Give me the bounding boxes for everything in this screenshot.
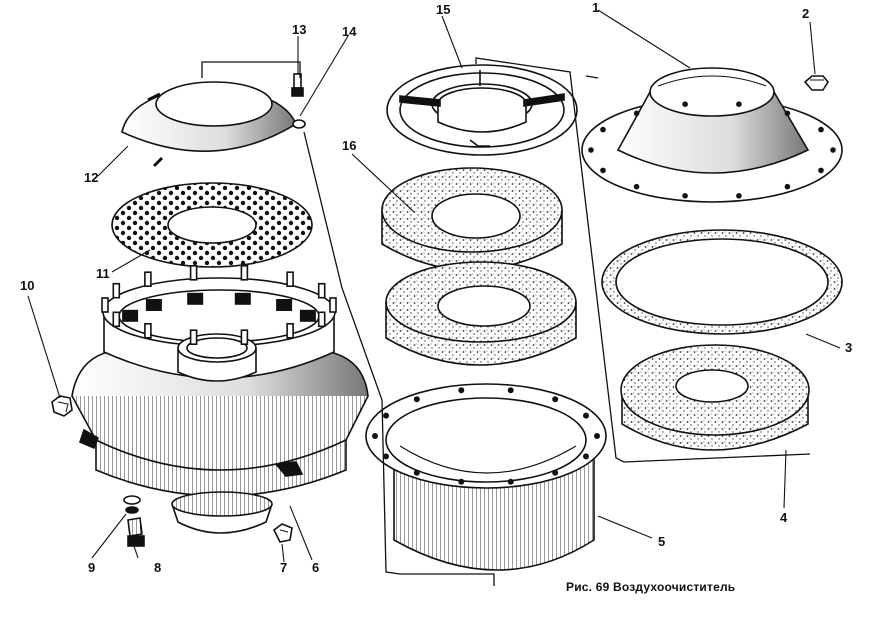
callout-12: 12: [84, 170, 98, 185]
leader-lines: [27, 9, 841, 563]
body-window: [145, 299, 162, 311]
body-stud: [144, 322, 152, 339]
body-stud: [240, 329, 249, 346]
callout-11: 11: [96, 266, 110, 281]
part-2-nut: [803, 75, 829, 91]
callout-8: 8: [154, 560, 161, 575]
callout-13: 13: [292, 22, 306, 37]
part-15-washer: [292, 119, 306, 129]
part-16-filter-ring-upper: [381, 167, 563, 271]
cover-bolt-hole: [784, 183, 791, 190]
callout-4: 4: [780, 510, 788, 525]
cover-bolt-hole: [633, 110, 640, 117]
part-1-top-cover: [581, 67, 843, 203]
part-9-washer: [123, 495, 141, 514]
cover-bolt-hole: [830, 147, 836, 153]
cover-bolt-hole: [682, 101, 688, 107]
bowl-bolt-hole: [594, 433, 600, 439]
cover-bolt-hole: [784, 110, 791, 117]
bowl-bolt-hole: [413, 396, 420, 403]
cover-bolt-hole: [600, 167, 606, 174]
body-stud: [101, 297, 109, 313]
callout-10: 10: [20, 278, 34, 293]
body-window: [122, 309, 139, 322]
bowl-bolt-hole: [413, 469, 420, 476]
bowl-bolt-hole: [458, 387, 465, 394]
cover-bolt-hole: [818, 126, 824, 133]
bowl-bolt-hole: [458, 478, 465, 485]
body-window: [234, 292, 251, 305]
body-stud: [112, 282, 121, 299]
part-3-gasket: [601, 229, 843, 335]
cover-bolt-hole: [736, 193, 742, 199]
callout-9: 9: [88, 560, 95, 575]
part-8-bolt: [127, 517, 145, 547]
callout-15: 15: [436, 2, 450, 17]
bowl-bolt-hole: [552, 469, 559, 476]
part-5-housing-bowl: [365, 383, 607, 571]
part-12-upper-cap: [121, 81, 298, 168]
callout-14: 14: [342, 24, 357, 39]
callout-6: 6: [312, 560, 319, 575]
assembly-lines: [201, 57, 811, 586]
bowl-bolt-hole: [507, 478, 514, 485]
part-10-side-nut: [51, 395, 73, 417]
body-stud: [189, 329, 198, 346]
body-stud: [286, 322, 294, 339]
part-14-ring-frame: [386, 64, 578, 156]
bowl-bolt-hole: [372, 433, 378, 439]
body-window: [187, 292, 204, 305]
part-4-filter-ring: [620, 344, 810, 451]
callout-3: 3: [845, 340, 852, 355]
body-stud: [240, 264, 249, 281]
cover-bolt-hole: [682, 193, 688, 199]
callout-1: 1: [592, 0, 599, 15]
callout-16: 16: [342, 138, 356, 153]
main-body-assembly: [71, 264, 369, 534]
body-stud: [317, 311, 326, 328]
body-stud: [329, 297, 337, 313]
callout-7: 7: [280, 560, 287, 575]
body-window: [299, 309, 316, 322]
bowl-bolt-hole: [552, 396, 559, 403]
cover-bolt-hole: [633, 183, 640, 190]
body-stud: [112, 311, 121, 328]
bowl-bolt-hole: [507, 387, 514, 394]
part-11-perforated-disc: [111, 182, 313, 268]
part-16-filter-ring-lower: [385, 261, 577, 366]
callout-2: 2: [802, 6, 809, 21]
callout-5: 5: [658, 534, 665, 549]
bowl-bolt-hole: [383, 412, 389, 419]
cover-bolt-hole: [736, 101, 742, 107]
body-window: [276, 299, 293, 311]
figure-caption: Рис. 69 Воздухоочиститель: [566, 580, 736, 594]
part-13-bolt: [291, 73, 304, 97]
body-stud: [144, 271, 152, 288]
cover-bolt-hole: [600, 126, 606, 133]
body-stud: [317, 282, 326, 299]
bowl-bolt-hole: [383, 453, 389, 460]
body-stud: [286, 271, 294, 288]
bowl-bolt-hole: [583, 412, 589, 419]
bowl-bolt-hole: [583, 453, 589, 460]
body-stud: [189, 264, 198, 281]
cover-bolt-hole: [588, 147, 594, 153]
part-7-plug: [272, 523, 293, 543]
cover-bolt-hole: [818, 167, 824, 174]
